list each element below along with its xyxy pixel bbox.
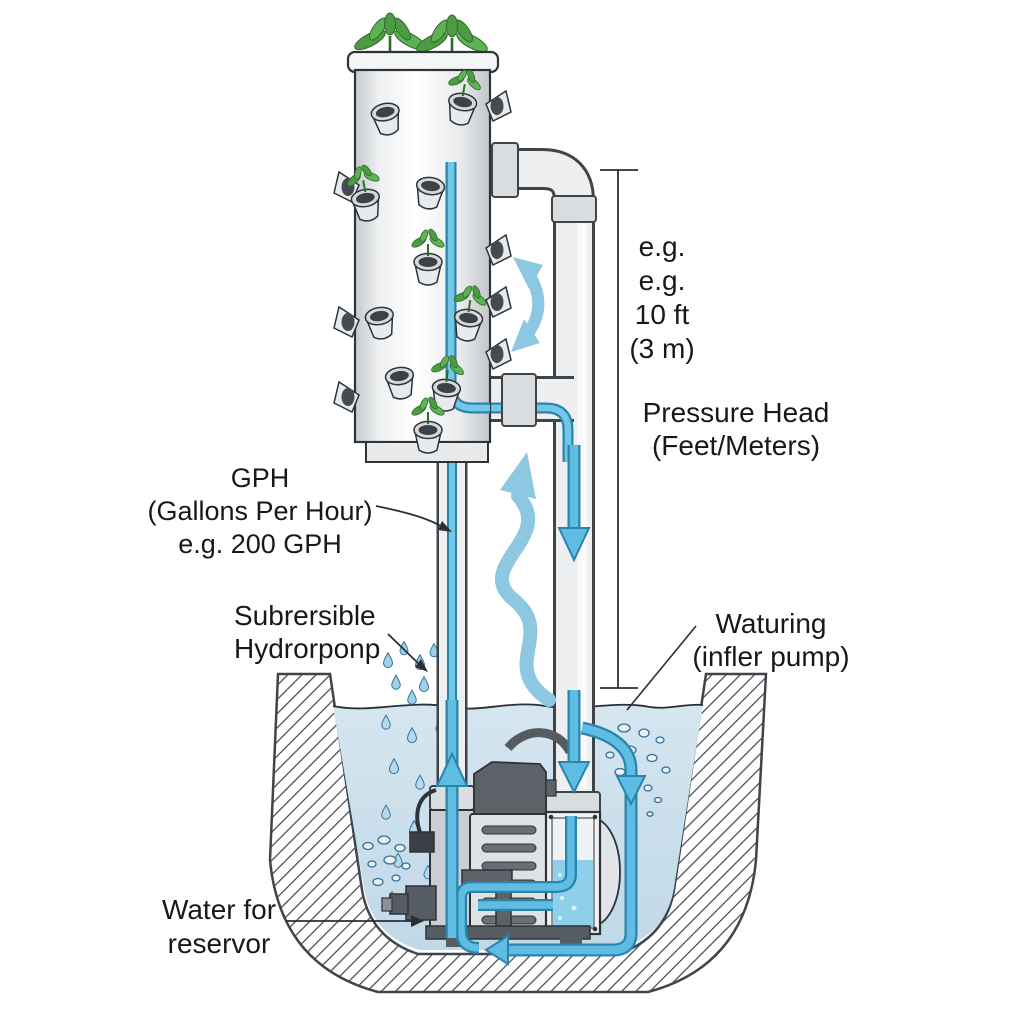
reservoir-line1: Water for [161,894,277,925]
leader-submersible-arrow [387,633,428,672]
watering-line1: Waturing [715,608,827,639]
tub-hatched-wall [268,672,768,994]
flow-circulation-loop [455,721,647,966]
water-surface-line [332,703,704,710]
wavy-flow-arrow [494,452,556,707]
pump-hose [504,728,575,755]
pump-foot-right [560,938,582,947]
submersible-line1: Subrersible [234,600,376,631]
pressure-head-subtitle: (Feet/Meters) [651,430,821,461]
head-example-line: e.g. [638,231,686,262]
pump-inlet-nub [381,897,393,912]
label-gph: GPH (Gallons Per Hour) e.g. 200 GPH [142,462,378,561]
label-pressure-head: Pressure Head (Feet/Meters) [626,396,846,462]
flow-arrowhead-left [484,934,509,966]
watering-line2: (infler pump) [692,641,850,672]
flow-arrow-down-pipe-upper [557,445,591,563]
pump-foot-left [446,938,468,947]
head-example-line: e.g. [638,265,686,296]
grow-tower [333,11,512,463]
submersible-line2: Hydrorponp [234,633,381,664]
gph-example: e.g. 200 GPH [178,529,342,559]
pressure-head-title: Pressure Head [642,397,830,428]
pipe-couplings [429,142,601,815]
leader-reservoir-arrow [286,915,424,927]
leader-gph-arrow [375,505,452,532]
flow-arrow-down-pipe-lower [557,690,591,795]
pump-inlet-port [405,885,437,921]
flow-arrowhead-down-loop [615,775,647,807]
pump-motor-cap [473,761,547,815]
head-example-line: 10 ft [634,299,690,330]
pump-inlet-port2 [389,893,409,915]
gph-title: GPH [230,463,290,493]
head-example-line: (3 m) [629,333,695,364]
flow-arrow-up-standpipe [435,700,469,938]
rotation-flow-arrow [511,257,545,352]
pressure-head-dimension-line [600,169,638,689]
gph-subtitle: (Gallons Per Hour) [147,496,373,526]
label-water-reservoir: Water for reservor [150,893,288,961]
pump-cord-connector [409,831,435,853]
reservoir-line2: reservor [167,928,271,959]
label-watering: Waturing (infler pump) [668,607,874,673]
label-submersible-pump: Subrersible Hydrorponp [234,599,444,665]
pump-cap-nub [545,779,557,797]
leader-watering-line [626,625,697,711]
label-head-example: e.g. e.g. 10 ft (3 m) [610,230,714,366]
